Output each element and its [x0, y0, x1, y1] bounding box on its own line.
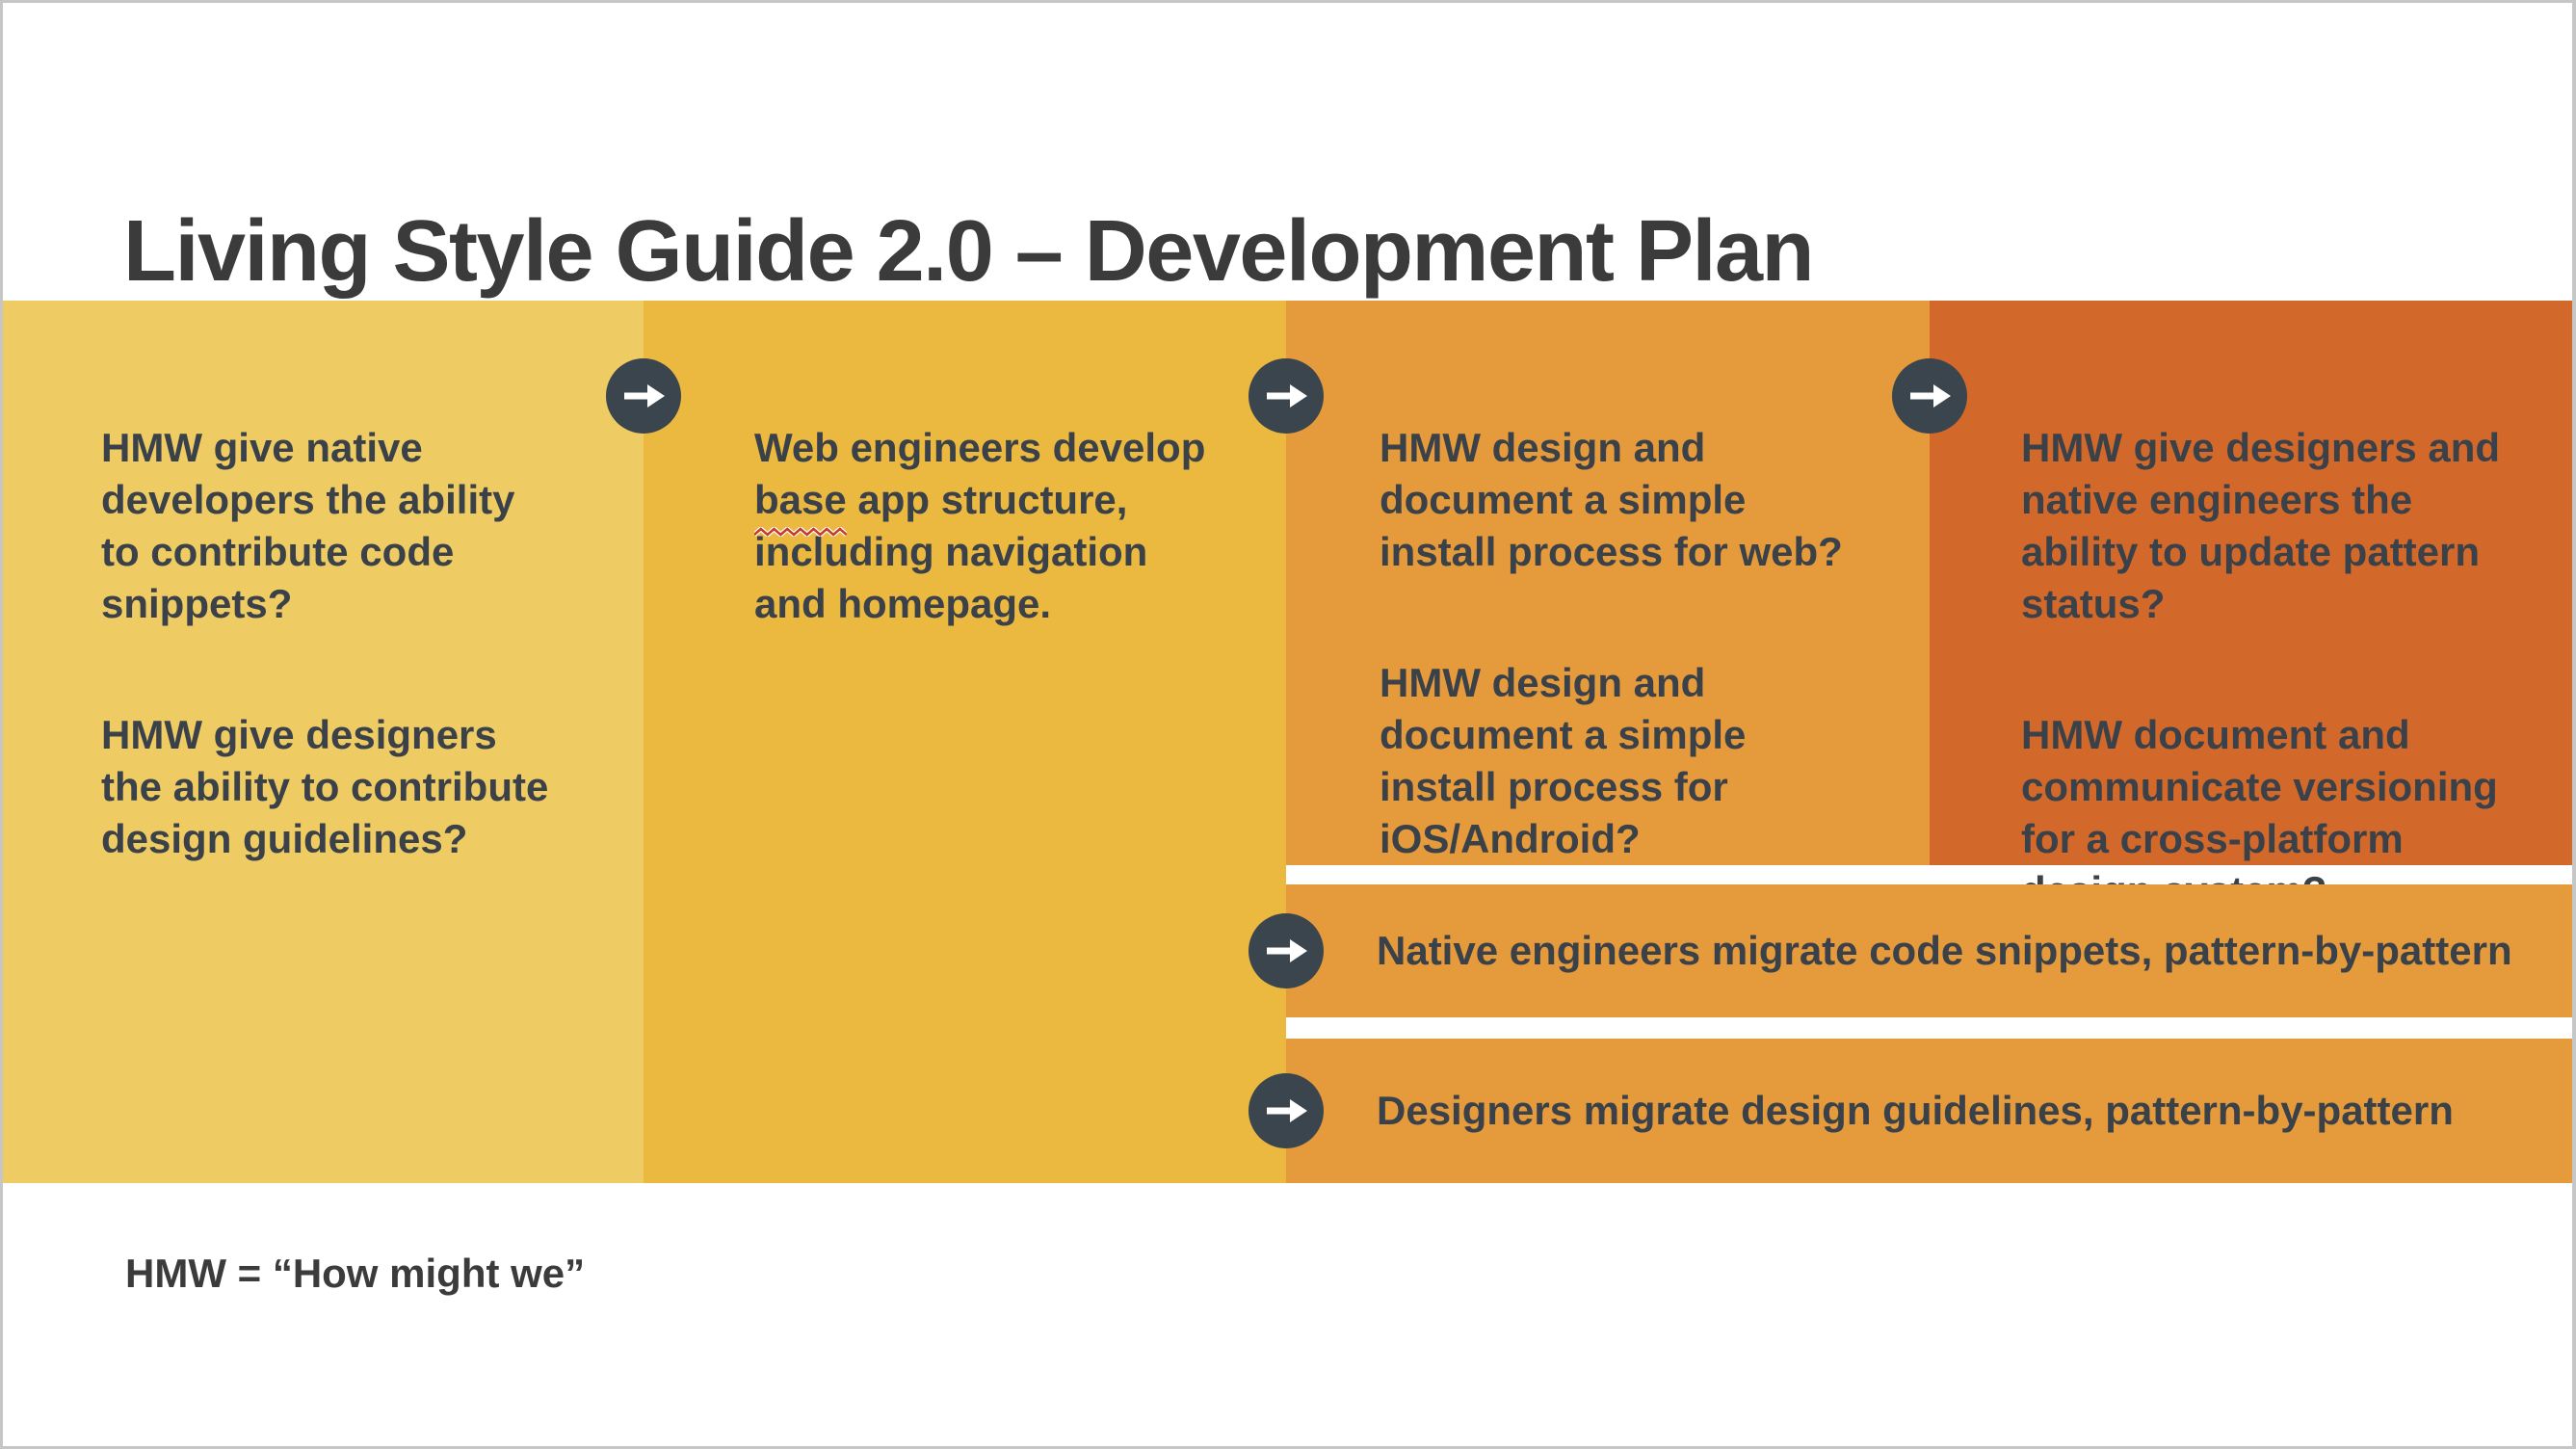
- stage-column-3: HMW design and document a simple install…: [1286, 301, 1930, 865]
- flow-arrow-badge-4: [1249, 913, 1324, 988]
- flow-arrow-badge-5: [1249, 1073, 1324, 1148]
- arrow-right-icon: [1267, 1099, 1307, 1122]
- footer-note: HMW = “How might we”: [125, 1251, 586, 1296]
- stage-column-1: HMW give native developers the ability t…: [0, 301, 644, 1183]
- paragraph: HMW give designers the ability to contri…: [101, 712, 549, 861]
- paragraph: HMW design and document a simple install…: [1380, 425, 1843, 574]
- stage-column-4: HMW give designers and native engineers …: [1930, 301, 2572, 913]
- arrow-right-icon: [1910, 384, 1951, 408]
- task-row-label: Designers migrate design guidelines, pat…: [1377, 1088, 2454, 1133]
- stage-1-text: HMW give native developers the ability t…: [0, 301, 644, 944]
- text-run: app structure, including navigation and …: [754, 477, 1148, 626]
- canvas-edge-top: [0, 0, 2576, 3]
- stage-3-text: HMW design and document a simple install…: [1286, 301, 1930, 944]
- task-row-label: Native engineers migrate code snippets, …: [1377, 928, 2512, 973]
- task-row-1: Native engineers migrate code snippets, …: [1286, 884, 2572, 1017]
- flow-arrow-badge-3: [1892, 358, 1967, 434]
- arrow-right-icon: [1267, 384, 1307, 408]
- paragraph: HMW give native developers the ability t…: [101, 425, 515, 626]
- paragraph: Web engineers develop base app structure…: [754, 422, 1228, 630]
- flow-arrow-badge-2: [1249, 358, 1324, 434]
- page-title: Living Style Guide 2.0 – Development Pla…: [123, 203, 1815, 301]
- text-run: base: [754, 477, 847, 522]
- arrow-right-icon: [624, 384, 665, 408]
- misspelled-word: base: [754, 474, 847, 537]
- canvas-edge-bottom: [0, 1446, 2576, 1449]
- stage-2-text: Web engineers develop base app structure…: [644, 301, 1286, 709]
- canvas-edge-right: [2572, 0, 2576, 1449]
- spellcheck-squiggle-icon: [754, 527, 847, 537]
- stage-4-text: HMW give designers and native engineers …: [1930, 301, 2572, 996]
- paragraph: HMW document and communicate versioning …: [2021, 712, 2498, 913]
- task-row-2: Designers migrate design guidelines, pat…: [1286, 1039, 2572, 1183]
- text-run: Web engineers develop: [754, 425, 1206, 470]
- arrow-right-icon: [1267, 939, 1307, 962]
- flow-arrow-badge-1: [606, 358, 681, 434]
- paragraph: HMW give designers and native engineers …: [2021, 425, 2501, 626]
- paragraph: HMW design and document a simple install…: [1380, 660, 1747, 861]
- stage-column-2: Web engineers develop base app structure…: [644, 301, 1286, 1183]
- canvas-edge-left: [0, 0, 3, 1449]
